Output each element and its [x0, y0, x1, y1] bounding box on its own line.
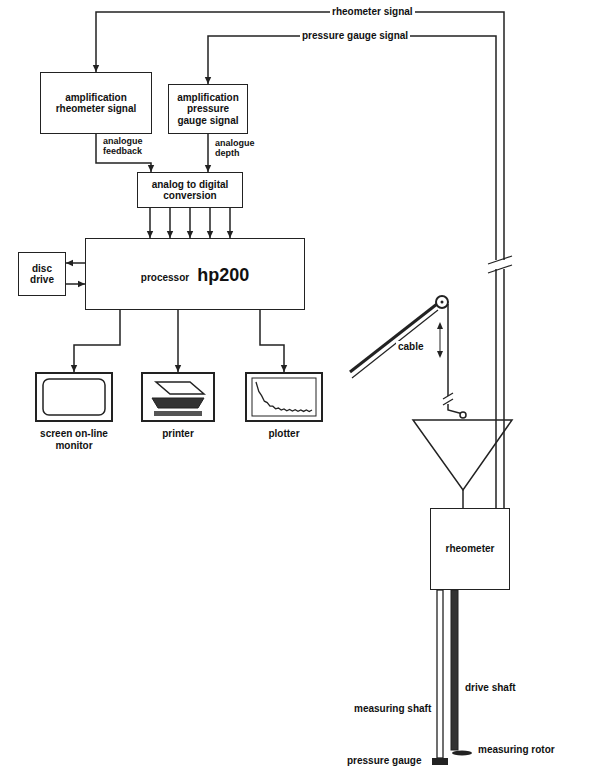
box-label: amplification pressure gauge signal	[174, 92, 242, 127]
break-mark	[443, 393, 453, 399]
device-label: screen on-line monitor	[34, 428, 114, 451]
connector-line	[96, 134, 151, 172]
funnel	[413, 420, 512, 490]
monitor-case	[36, 373, 112, 421]
cable-line	[447, 304, 449, 396]
arrowhead	[148, 165, 154, 172]
process-box: rheometer	[430, 508, 510, 590]
process-box: analog to digital conversion	[137, 172, 243, 208]
arrowhead	[167, 231, 173, 238]
pulley-axle	[441, 301, 444, 304]
break-mark	[443, 399, 453, 405]
arrowhead	[78, 281, 85, 287]
box-label: analog to digital conversion	[143, 179, 237, 202]
box-label: processor	[141, 272, 189, 284]
box-label: amplification rheometer signal	[46, 92, 146, 115]
plotter-icon	[242, 372, 326, 424]
line-gap	[490, 260, 510, 269]
arrowhead	[147, 231, 153, 238]
measuring-rotor	[452, 751, 472, 756]
measuring-shaft	[437, 590, 443, 758]
signal-connector	[175, 310, 181, 372]
plot-curve	[256, 382, 312, 411]
break-mark	[488, 256, 512, 264]
process-box: disc drive	[18, 252, 66, 296]
signal-label: analogue feedback	[101, 137, 151, 157]
printer-device: printer	[138, 372, 218, 440]
printer-icon	[138, 372, 218, 424]
arrowhead	[66, 260, 73, 266]
signal-connector	[205, 134, 211, 172]
arrowhead	[71, 365, 77, 372]
connector-line	[177, 310, 179, 372]
arrowhead	[281, 365, 287, 372]
cable-hook	[460, 412, 466, 418]
part-label: measuring rotor	[476, 744, 557, 755]
process-box: amplification rheometer signal	[40, 72, 152, 134]
paper	[156, 382, 204, 394]
arrowhead	[175, 365, 181, 372]
box-label: disc drive	[24, 263, 60, 286]
part-label: measuring shaft	[352, 703, 433, 714]
plotter-device: plotter	[242, 372, 326, 440]
plot-area	[252, 378, 316, 416]
arrowhead	[205, 77, 211, 84]
part-label: pressure gauge	[345, 755, 423, 766]
part-label: cable	[396, 341, 426, 352]
signal-connector	[71, 310, 120, 372]
printer-frame	[142, 373, 214, 421]
drive-shaft	[451, 590, 458, 750]
box-label: rheometer	[446, 543, 495, 555]
funnel-stem	[462, 490, 464, 508]
process-box: amplification pressure gauge signal	[168, 84, 248, 134]
pulley-arm	[350, 304, 437, 372]
pulley-arm-edge	[352, 310, 438, 378]
motion-arrow	[437, 322, 443, 329]
arrowhead	[207, 231, 213, 238]
break-mark	[488, 265, 512, 273]
pulley-wheel	[436, 296, 448, 308]
signal-connector	[260, 310, 287, 372]
signal-connector	[96, 134, 154, 172]
screen-device: screen on-line monitor	[28, 372, 120, 451]
motion-arrow	[437, 351, 443, 358]
connector-line	[74, 310, 120, 372]
leader-line	[446, 711, 449, 712]
signal-label: rheometer signal	[330, 6, 415, 17]
printer-body	[152, 398, 204, 408]
arrowhead	[187, 231, 193, 238]
process-box: processor hp200	[85, 238, 305, 310]
plotter-frame	[246, 373, 322, 421]
signal-connector	[66, 260, 85, 287]
motion-arrow	[440, 326, 441, 354]
box-label: hp200	[197, 265, 249, 286]
arrowhead	[205, 165, 211, 172]
arrowhead	[93, 65, 99, 72]
signal-label: pressure gauge signal	[300, 30, 410, 41]
screen-icon	[30, 372, 118, 424]
device-label: plotter	[268, 428, 299, 440]
monitor-screen	[43, 379, 105, 415]
part-label: drive shaft	[463, 682, 518, 693]
connector-line	[260, 310, 284, 372]
signal-connector	[147, 208, 233, 238]
pressure-gauge-sensor	[432, 758, 448, 765]
device-label: printer	[162, 428, 194, 440]
arrowhead	[227, 231, 233, 238]
signal-label: analogue depth	[213, 139, 263, 159]
paper-tray	[154, 411, 202, 416]
